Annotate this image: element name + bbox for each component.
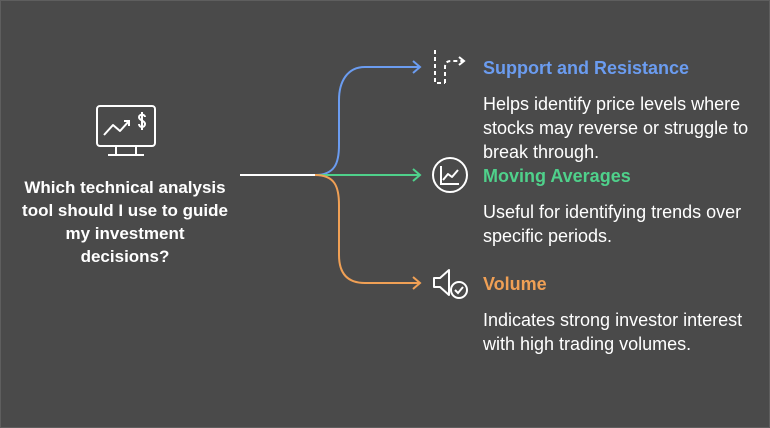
dashed-turn-arrow-icon: [434, 50, 466, 84]
branch-support-arrowhead: [412, 60, 422, 74]
option-desc-support-resistance: Helps identify price levels where stocks…: [483, 94, 749, 162]
branch-volume-arrowhead: [412, 276, 422, 290]
branch-support: [314, 66, 420, 176]
option-title-moving-averages: Moving Averages: [483, 166, 631, 186]
branch-moving-averages-arrowhead: [412, 168, 422, 182]
question-text: Which technical analysis tool should I u…: [22, 178, 228, 266]
line-chart-circle-icon: [432, 157, 468, 193]
option-title-volume: Volume: [483, 274, 547, 294]
branch-volume: [314, 174, 420, 284]
monitor-chart-dollar-icon: [96, 105, 156, 156]
option-desc-moving-averages: Useful for identifying trends over speci…: [483, 202, 742, 246]
option-title-support-resistance: Support and Resistance: [483, 58, 690, 78]
speaker-check-icon: [433, 269, 468, 299]
option-desc-volume: Indicates strong investor interest with …: [483, 310, 743, 354]
